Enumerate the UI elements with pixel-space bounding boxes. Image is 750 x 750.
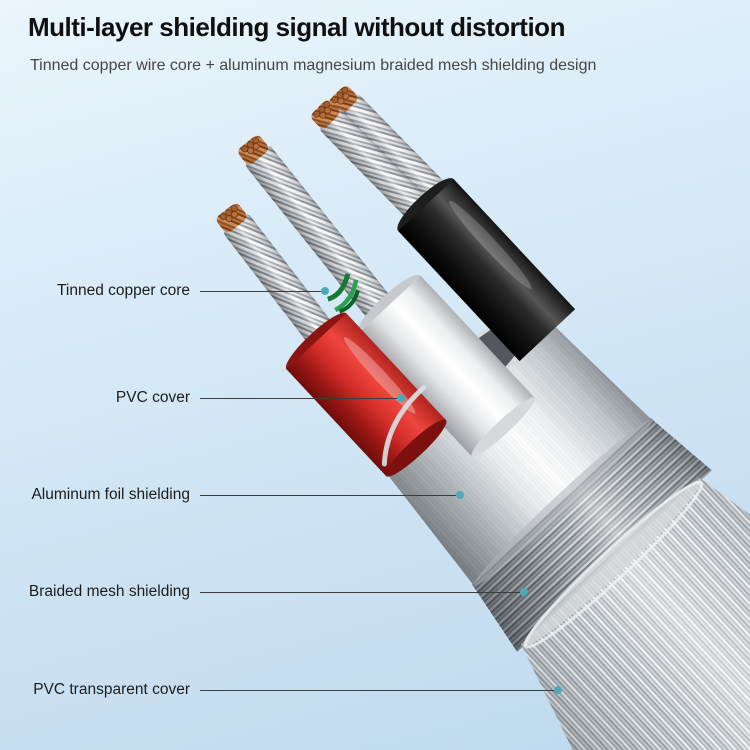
callout-label: PVC transparent cover: [33, 681, 190, 698]
leader-dot: [520, 588, 528, 596]
transparent-outer-jacket: [520, 477, 750, 750]
callout-label: Tinned copper core: [57, 282, 190, 299]
leader-dot: [554, 686, 562, 694]
callout-pvc-cover: PVC cover: [0, 389, 405, 406]
callout-label: Aluminum foil shielding: [31, 486, 190, 503]
callout-tinned-copper-core: Tinned copper core: [0, 282, 329, 299]
page-subtitle: Tinned copper wire core + aluminum magne…: [30, 57, 597, 74]
leader-line: [200, 290, 321, 292]
white-wire: [357, 274, 536, 458]
leader-dot: [397, 394, 405, 402]
leader-dot: [321, 287, 329, 295]
black-wire: [397, 178, 576, 362]
callout-pvc-transparent-cover: PVC transparent cover: [0, 681, 562, 698]
copper-bundle-front: [216, 203, 344, 358]
leader-dot: [456, 491, 464, 499]
callout-braided-mesh-shielding: Braided mesh shielding: [0, 583, 528, 600]
copper-bundle-middle: [238, 135, 401, 329]
braided-mesh-ring: [472, 418, 712, 652]
callout-label: Braided mesh shielding: [28, 583, 190, 600]
callout-label: PVC cover: [115, 389, 190, 406]
page-title: Multi-layer shielding signal without dis…: [28, 12, 565, 42]
callout-aluminum-foil-shielding: Aluminum foil shielding: [0, 486, 464, 503]
leader-line: [200, 591, 520, 593]
foil-rim-highlight: [381, 385, 427, 467]
green-wires: [326, 273, 360, 314]
leader-line: [200, 689, 554, 691]
leader-line: [200, 494, 456, 496]
leader-line: [200, 397, 397, 399]
